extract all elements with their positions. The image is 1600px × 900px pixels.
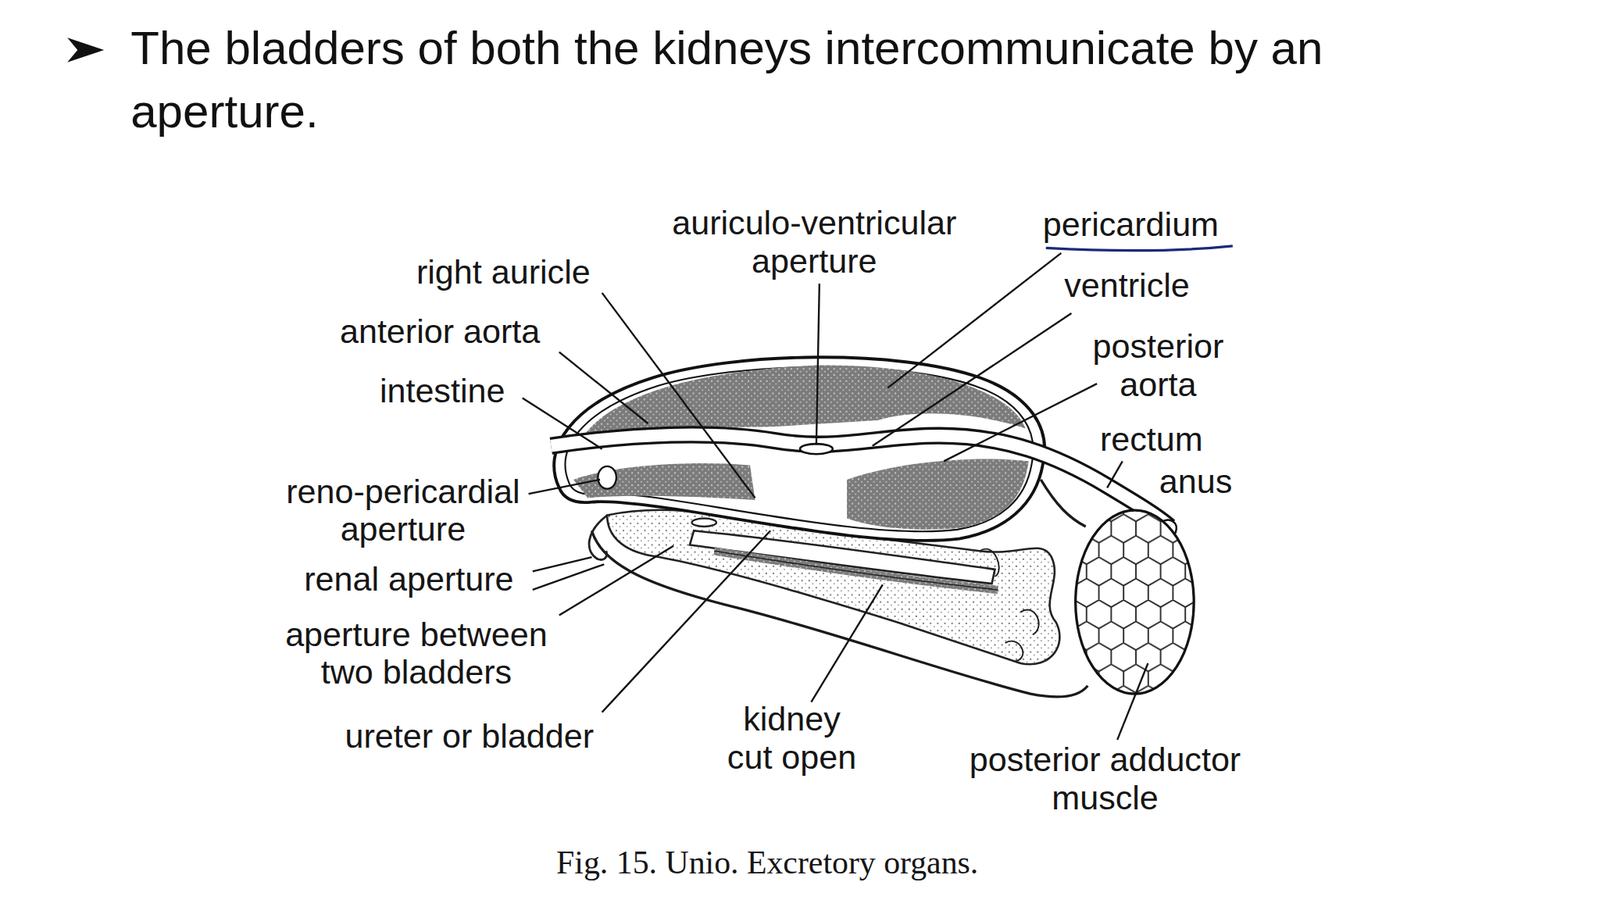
leader-line <box>602 292 756 499</box>
part-label: reno-pericardial aperture <box>260 472 547 549</box>
leader-line <box>559 546 674 616</box>
leader-lines <box>522 253 1149 740</box>
kidney-canal-edge <box>714 550 998 590</box>
intestine-wall <box>550 434 1170 527</box>
part-label: renal aperture <box>303 560 514 598</box>
part-label: ureter or bladder <box>344 717 594 755</box>
leader-line <box>943 383 1097 461</box>
kidney-frill <box>979 549 1040 662</box>
leader-line <box>522 397 603 449</box>
part-label: posterior adductor muscle <box>946 740 1264 817</box>
leader-line <box>532 557 593 572</box>
leader-line <box>887 253 1061 388</box>
kidney-canal <box>714 550 998 590</box>
leader-line <box>872 313 1072 447</box>
reno-pericardial-opening <box>597 466 617 490</box>
figure-caption: Fig. 15. Unio. Excretory organs. <box>460 842 1074 883</box>
part-label: kidney cut open <box>717 700 866 776</box>
part-label: pericardium <box>1042 205 1219 243</box>
av-aperture <box>800 443 833 454</box>
leader-line <box>559 352 649 424</box>
part-label: anterior aorta <box>339 312 540 350</box>
leader-line <box>1117 663 1148 740</box>
intestine <box>550 434 1170 527</box>
part-label: rectum <box>1100 420 1204 458</box>
leader-line <box>816 283 820 445</box>
part-label: anus <box>1159 462 1233 500</box>
leader-line <box>602 530 772 712</box>
slide-heading: The bladders of both the kidneys interco… <box>130 16 1468 143</box>
renal-opening <box>589 515 608 561</box>
part-label: ventricle <box>1064 266 1190 304</box>
pericardium-outline <box>553 357 1045 541</box>
part-label: intestine <box>379 371 506 409</box>
pericardial-cavity <box>846 458 1029 529</box>
bullet-arrow <box>67 37 104 62</box>
part-label: aperture between two bladders <box>260 615 572 692</box>
leader-line <box>528 479 600 494</box>
body-outline <box>1040 479 1086 527</box>
pericardial-cavity <box>573 463 755 500</box>
leader-line <box>1107 460 1123 488</box>
leader-line <box>810 584 883 702</box>
part-label: posterior aorta <box>1068 327 1248 404</box>
part-label: right auricle <box>416 253 591 291</box>
pen-underline <box>1046 246 1233 251</box>
adductor-muscle <box>1075 510 1195 694</box>
bladder-aperture <box>692 518 717 527</box>
part-label: auriculo-ventricular aperture <box>646 203 983 280</box>
leader-line <box>532 564 604 590</box>
